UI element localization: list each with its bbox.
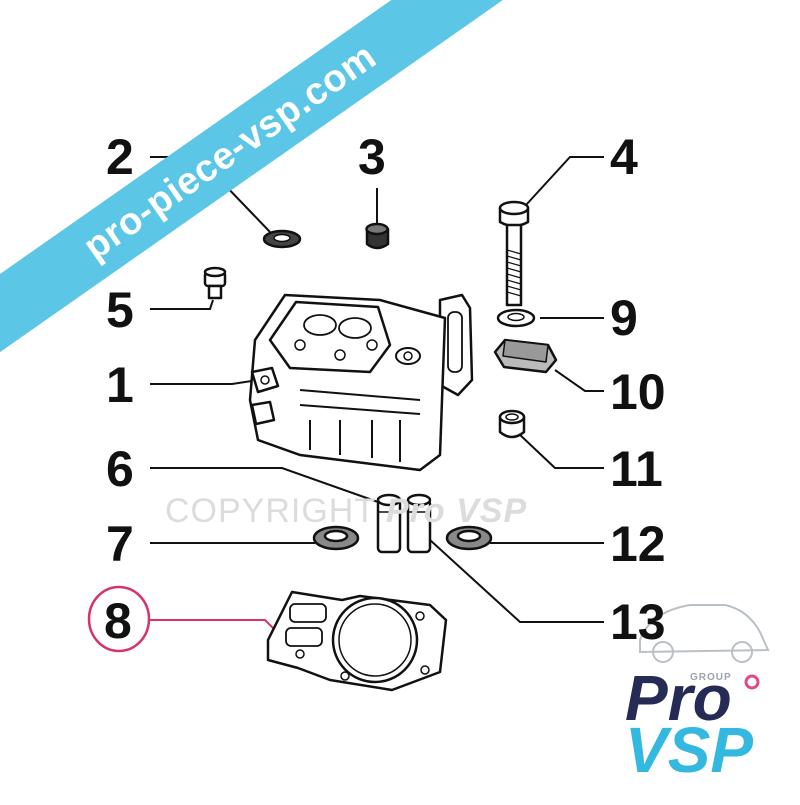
label-13: 13 [610,594,666,650]
leader-lines [148,156,604,641]
label-11: 11 [610,441,663,497]
leader-11 [517,432,604,469]
leader-1 [150,379,259,385]
label-12: 12 [610,516,666,572]
part-10-rocker [493,338,558,374]
label-3: 3 [358,129,386,185]
part-8-gasket [266,590,448,692]
part-1-cylinder-head [248,293,474,472]
logo-dot-icon [744,674,760,690]
part-12-ring [445,525,493,551]
leader-6 [150,467,379,503]
part-6-guide [376,493,402,554]
label-1: 1 [106,357,134,413]
leader-5 [150,299,214,310]
part-2-washer [262,229,302,249]
highlight-ring [87,585,151,653]
part-7-ring [312,525,360,551]
leader-13 [429,539,604,623]
part-3-seal [365,222,390,250]
label-4: 4 [610,129,638,185]
label-10: 10 [610,364,666,420]
label-8: 8 [104,593,132,649]
part-11-bushing [498,409,526,439]
copyright-watermark: COPYRIGHT Pro VSP [165,492,527,531]
part-4-bolt [498,200,530,307]
label-7: 7 [106,516,134,572]
label-2: 2 [106,129,134,185]
leader-4 [525,156,604,206]
watermark-brand: Pro VSP [385,492,528,530]
watermark-prefix: COPYRIGHT [165,492,376,530]
leader-8 [148,619,286,641]
label-6: 6 [106,441,134,497]
label-5: 5 [106,282,134,338]
label-9: 9 [610,290,638,346]
logo-pro-text: Pro [625,662,732,734]
part-9-washer [496,308,536,328]
part-13-guide [406,493,432,554]
leader-10 [554,369,604,392]
part-5-screw [203,266,227,300]
logo-group-text: GROUP [690,672,732,683]
car-outline-icon [639,604,770,663]
logo-vsp-text: VSP [625,714,754,786]
